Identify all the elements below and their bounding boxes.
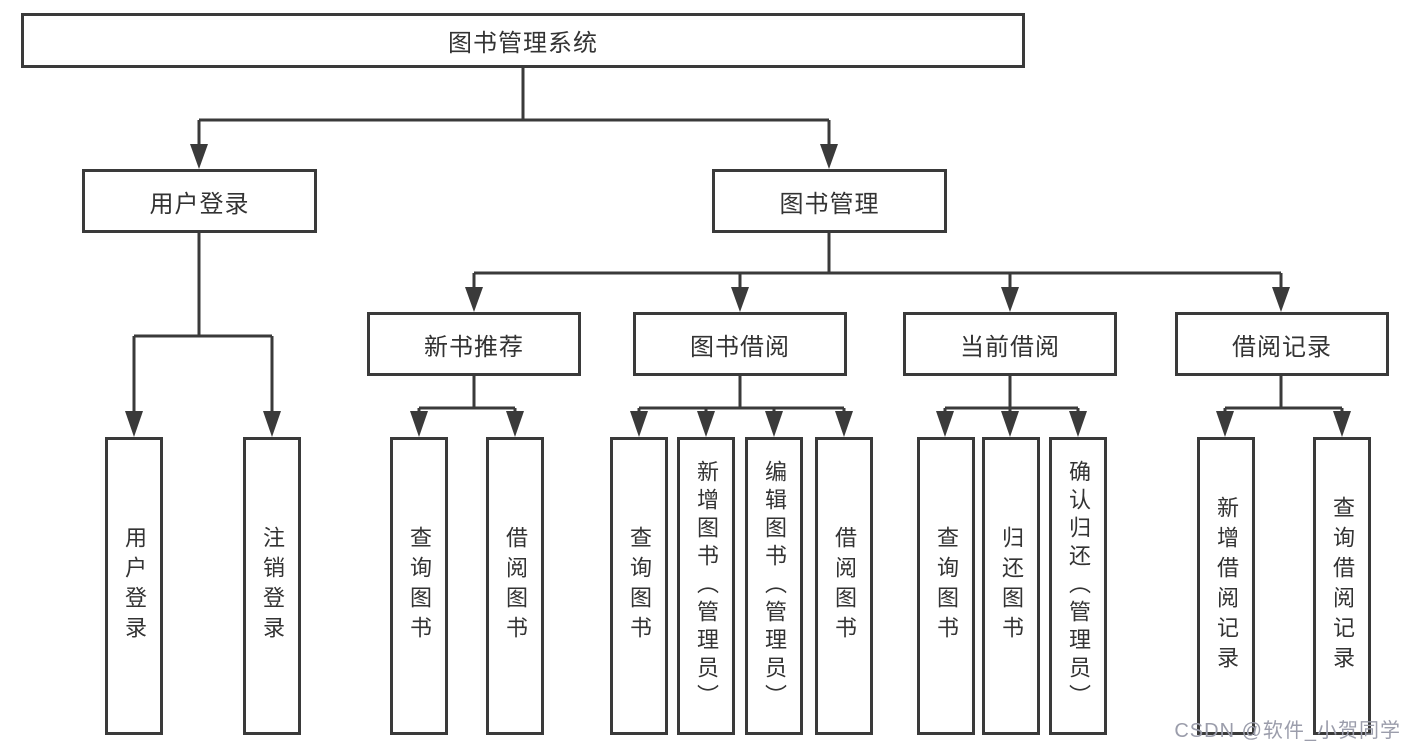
leaf-label: 借阅图书 <box>503 526 528 646</box>
node-current-borrow-label: 当前借阅 <box>960 333 1060 361</box>
leaf-label: 新增借阅记录 <box>1214 496 1239 676</box>
leaf-current-query: 查询图书 <box>917 437 975 735</box>
leaf-label: 查询借阅记录 <box>1330 496 1355 676</box>
arrowhead-icon <box>190 144 208 169</box>
node-current-borrow: 当前借阅 <box>903 312 1117 376</box>
leaf-borrow-add-admin: 新增图书（管理员） <box>677 437 735 735</box>
arrowhead-icon <box>820 144 838 169</box>
arrowhead-icon <box>125 411 143 437</box>
arrowhead-icon <box>697 411 715 437</box>
leaf-label: 查询图书 <box>627 526 652 646</box>
arrowhead-icon <box>465 287 483 312</box>
arrowhead-icon <box>1272 287 1290 312</box>
node-book-borrow: 图书借阅 <box>633 312 847 376</box>
connector-current-borrow <box>943 376 1080 414</box>
connector-root <box>197 68 831 147</box>
leaf-borrow-query: 查询图书 <box>610 437 668 735</box>
leaf-label: 注销登录 <box>260 526 285 646</box>
arrowhead-icon <box>1001 411 1019 437</box>
csdn-watermark: CSDN @软件_小贺同学 <box>1174 720 1401 742</box>
arrowhead-icon <box>731 287 749 312</box>
node-borrow-records: 借阅记录 <box>1175 312 1389 376</box>
node-book-borrow-label: 图书借阅 <box>690 333 790 361</box>
node-user-login-label: 用户登录 <box>149 190 250 218</box>
leaf-logout: 注销登录 <box>243 437 301 735</box>
leaf-records-add: 新增借阅记录 <box>1197 437 1255 735</box>
arrowhead-icon <box>1069 411 1087 437</box>
arrowhead-icon <box>835 411 853 437</box>
leaf-newbook-query: 查询图书 <box>390 437 448 735</box>
leaf-borrow-edit-admin: 编辑图书（管理员） <box>745 437 803 735</box>
arrowhead-icon <box>506 411 524 437</box>
leaf-label: 新增图书（管理员） <box>694 460 719 712</box>
node-root: 图书管理系统 <box>21 13 1025 68</box>
arrowhead-icon <box>936 411 954 437</box>
node-book-mgmt-label: 图书管理 <box>779 190 880 218</box>
leaf-newbook-borrow: 借阅图书 <box>486 437 544 735</box>
node-new-book: 新书推荐 <box>367 312 581 376</box>
leaf-records-query: 查询借阅记录 <box>1313 437 1371 735</box>
connector-book-borrow <box>637 376 846 414</box>
leaf-label: 借阅图书 <box>832 526 857 646</box>
leaf-label: 用户登录 <box>122 526 147 646</box>
node-book-mgmt: 图书管理 <box>712 169 947 233</box>
leaf-label: 查询图书 <box>407 526 432 646</box>
leaf-label: 编辑图书（管理员） <box>762 460 787 712</box>
arrowhead-icon <box>1216 411 1234 437</box>
leaf-borrow-book: 借阅图书 <box>815 437 873 735</box>
leaf-label: 查询图书 <box>934 526 959 646</box>
node-new-book-label: 新书推荐 <box>424 333 524 361</box>
leaf-current-return: 归还图书 <box>982 437 1040 735</box>
arrowhead-icon <box>1333 411 1351 437</box>
node-root-label: 图书管理系统 <box>448 30 598 57</box>
arrowhead-icon <box>410 411 428 437</box>
leaf-user-login: 用户登录 <box>105 437 163 735</box>
connector-borrow-records <box>1223 376 1344 414</box>
leaf-label: 归还图书 <box>999 526 1024 646</box>
leaf-label: 确认归还（管理员） <box>1066 460 1091 712</box>
node-user-login: 用户登录 <box>82 169 317 233</box>
connector-user-login <box>132 233 274 414</box>
arrowhead-icon <box>630 411 648 437</box>
connector-new-book <box>417 376 517 414</box>
connector-book-mgmt <box>472 233 1283 290</box>
leaf-current-confirm-admin: 确认归还（管理员） <box>1049 437 1107 735</box>
arrowhead-icon <box>765 411 783 437</box>
arrowhead-icon <box>1001 287 1019 312</box>
node-borrow-records-label: 借阅记录 <box>1232 333 1332 361</box>
arrowhead-icon <box>263 411 281 437</box>
